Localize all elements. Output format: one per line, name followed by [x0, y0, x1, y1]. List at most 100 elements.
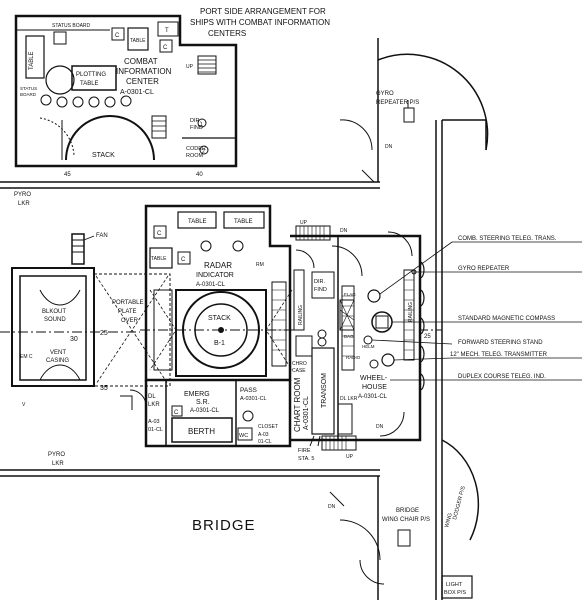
radio-label: RADIO: [346, 355, 361, 360]
dl-lkr-box: [337, 403, 353, 435]
inset-num-1: 1: [200, 122, 203, 128]
callout-forward-steering: FORWARD STEERING STAND: [458, 340, 543, 346]
inset-coder-2: ROOM: [186, 153, 204, 159]
radar-left-rail: [153, 289, 173, 371]
pass-label-2: A-0301-CL: [240, 396, 267, 402]
gyro-p-label-1: GYRO: [376, 91, 394, 97]
radar-label-1: RADAR: [204, 261, 232, 270]
pyro-upper-1: PYRO: [14, 192, 31, 198]
wing-chair-2: WING CHAIR P/S: [382, 517, 430, 523]
radar-c-a: [153, 225, 167, 239]
chro-case: [295, 335, 313, 357]
lower-small-rooms: DL LKR A-03 01-CL EMERG S.R. A-0301-CL C…: [120, 380, 292, 448]
header-note: PORT SIDE ARRANGEMENT FOR SHIPS WITH COM…: [190, 7, 330, 38]
status-board-left-2: BOARD: [20, 92, 37, 97]
railing-right: [403, 269, 415, 361]
radar-table-c: [149, 247, 173, 269]
dir-find-1: DIR.: [314, 279, 325, 285]
header-line-1: PORT SIDE ARRANGEMENT FOR: [200, 7, 326, 16]
vent-casing-area: FAN BLKOUT SOUND VENT CASING 30 EM C V: [0, 233, 140, 408]
vent-label-2: CASING: [46, 358, 69, 364]
flag-label-2: BAG: [344, 334, 354, 339]
lower-wing: WING DODGER P/S BRIDGE WING CHAIR P/S LI…: [328, 439, 480, 599]
upper-wing: GYRO REPEATER P/S DN: [339, 53, 489, 183]
frame-30-label: 30: [70, 336, 78, 343]
em-c-label: EM C: [20, 354, 33, 360]
radar-room: TABLE TABLE C TABLE C RADAR INDICATOR A-…: [140, 204, 300, 382]
wheelhouse-label-2: HOUSE: [362, 384, 387, 391]
light-box-1: LIGHT: [446, 582, 463, 588]
pyro-lower-1: PYRO: [48, 452, 65, 458]
railing-left: [293, 269, 305, 331]
callout-mech-teleg: 12" MECH. TELEG. TRANSMITTER: [450, 352, 548, 358]
status-board-left-1: STATUS: [20, 86, 37, 91]
frame-35-label: 35: [100, 385, 108, 392]
blkout-label-1: BLKOUT: [42, 309, 66, 315]
callout-duplex-course: DUPLEX COURSE TELEG. IND.: [458, 374, 546, 380]
cic-inset: STATUS BOARD TABLE STATUS BOARD C TABLE …: [14, 14, 238, 178]
callout-comb-steering: COMB. STEERING TELEG. TRANS.: [458, 236, 557, 242]
callout-magnetic-compass: STANDARD MAGNETIC COMPASS: [458, 316, 555, 322]
inset-table-left-label: TABLE: [29, 51, 35, 70]
cic-title-1: COMBAT: [124, 57, 158, 66]
wing-chair-1: BRIDGE: [396, 508, 419, 514]
chro-label-2: CASE: [292, 368, 306, 374]
fan-label: FAN: [96, 233, 108, 239]
a03-right-1: A-03: [258, 432, 269, 438]
dn-label-2: DN: [376, 424, 384, 430]
frame-25-label: 25: [100, 330, 108, 337]
inset-t-box: [157, 21, 179, 37]
standard-compass: [371, 311, 393, 333]
mech-teleg-transmitter: [381, 353, 395, 367]
wc-box: [237, 427, 253, 441]
fire-sta-2: STA. 5: [298, 456, 314, 462]
inset-plotting-table: [71, 65, 117, 91]
stack-label-1: STACK: [208, 315, 231, 322]
bridge-wing-chair: [397, 529, 411, 547]
a03-right-2: 01-CL: [258, 439, 272, 445]
flag-label-1: FLAG: [344, 292, 356, 297]
inset-up-label: UP: [186, 64, 194, 70]
inset-coder-1: CODER: [186, 146, 206, 152]
inset-c-box-1: [111, 27, 125, 41]
deck-edges: [0, 38, 443, 600]
radar-table-a: [177, 211, 217, 229]
radar-c-b: [177, 251, 191, 265]
inset-c-box-2: [159, 39, 173, 53]
wheelhouse-label-1: WHEEL-: [360, 375, 388, 382]
gyro-p-label-2: REPEATER P/S: [376, 100, 419, 106]
frame-25b-label: 25: [424, 334, 431, 340]
inset-small-stair: [151, 115, 167, 139]
comb-steering-teleg: [367, 289, 381, 303]
radar-table-c-label: TABLE: [151, 256, 167, 262]
inset-t-label: T: [165, 28, 169, 34]
a03-left-1: A-03: [148, 419, 160, 425]
blkout-label-2: SOUND: [44, 317, 66, 323]
header-line-2: SHIPS WITH COMBAT INFORMATION: [190, 18, 330, 27]
wheelhouse: FLAG BAG WHEEL- HOUSE A-0301-CL RADIO HE…: [331, 228, 442, 437]
radar-table-a-label: TABLE: [188, 219, 207, 225]
chro-label-1: CHRO: [292, 361, 307, 367]
up-stair-bottom: [321, 435, 357, 451]
inset-stack-arc: [65, 115, 155, 161]
cic-title-4: A-0301-CL: [120, 89, 154, 96]
chart-room: UP UP DIR. FIND RAILING CHRO CASE CHART …: [290, 220, 422, 462]
closet-label: CLOSET: [258, 424, 278, 430]
cic-outer-wall: [14, 14, 238, 168]
emerg-c-label: C: [174, 410, 179, 416]
dn-label-1: DN: [340, 228, 348, 234]
fire-sta-1: FIRE: [298, 448, 311, 454]
callout-gyro-repeater: GYRO REPEATER: [458, 266, 510, 272]
emerg-label-2: S.R.: [196, 399, 210, 406]
wc-label: WC: [239, 433, 248, 439]
transom: [311, 347, 335, 435]
portable-label-2: PLATE: [118, 309, 137, 315]
portable-plate: PORTABLE PLATE OVER 35 25: [94, 273, 171, 392]
vent-label-1: VENT: [50, 350, 66, 356]
callout-leaders: [371, 241, 582, 381]
dir-find-box: [311, 271, 335, 299]
lower-dn-label: DN: [328, 504, 336, 510]
railing-left-label: RAILING: [298, 305, 304, 325]
plotting-label-2: TABLE: [80, 81, 99, 87]
